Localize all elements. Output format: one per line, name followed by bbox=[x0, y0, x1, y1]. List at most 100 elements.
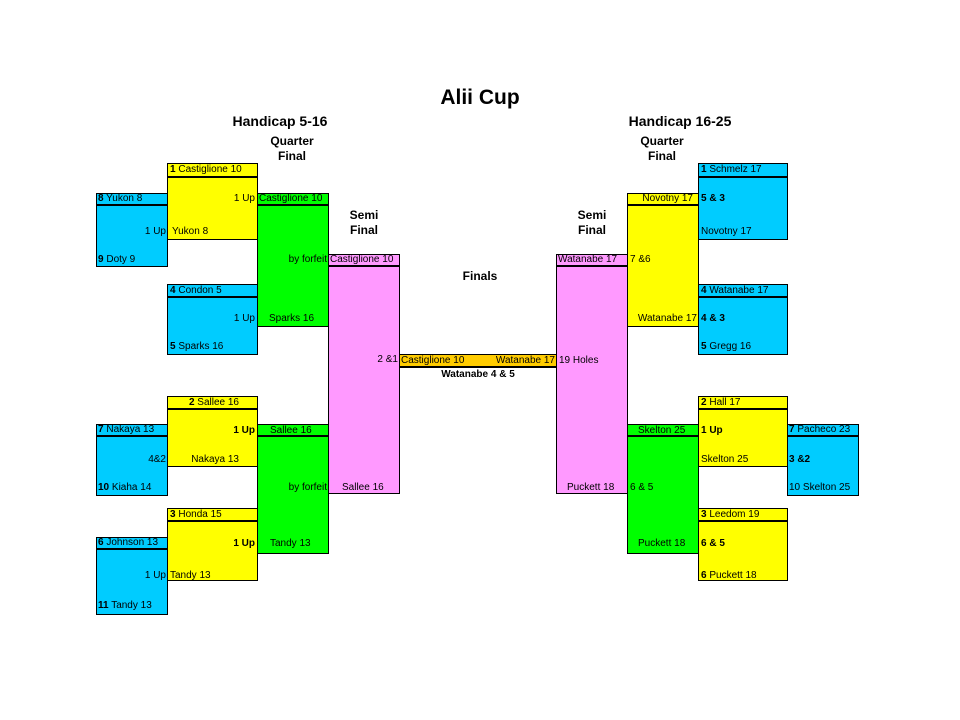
left-semi-label-2: Final bbox=[349, 223, 378, 237]
seed: 2 bbox=[701, 397, 707, 408]
player-name: Sparks 16 bbox=[178, 341, 224, 352]
left-quarter-label: Quarter Final bbox=[262, 134, 322, 164]
line bbox=[96, 548, 168, 550]
player-name: Kiaha 14 bbox=[111, 482, 152, 493]
left-r16-player-bottom-3: 11 Tandy 13 bbox=[98, 600, 152, 612]
left-qf-margin-1: 1 Up bbox=[233, 193, 255, 204]
right-qf-margin-1: 5 & 3 bbox=[701, 193, 725, 204]
right-qf-winner-novotny: Novotny 17 bbox=[701, 226, 752, 237]
right-r16-margin: 3 &2 bbox=[789, 454, 811, 465]
right-qf-player-1: 1 Schmelz 17 bbox=[701, 164, 762, 176]
line bbox=[257, 204, 329, 206]
page-title: Alii Cup bbox=[440, 86, 520, 109]
right-sf-match-2 bbox=[627, 424, 699, 554]
right-qf-match-1 bbox=[698, 163, 788, 240]
right-sf-margin-2: 6 & 5 bbox=[630, 482, 654, 493]
right-qf-player-2b: 5 Gregg 16 bbox=[701, 341, 751, 353]
right-qf-winner-3: Skelton 25 bbox=[638, 425, 686, 436]
left-r16-winner-2: Nakaya 13 bbox=[191, 454, 239, 465]
player-name: Sallee 16 bbox=[197, 397, 239, 408]
left-qf-match-2 bbox=[167, 284, 258, 355]
seed: 1 bbox=[701, 164, 707, 175]
left-r16-player-top-1: 8 Yukon 8 bbox=[98, 193, 142, 205]
left-qf-winner-3: Sallee 16 bbox=[270, 425, 312, 436]
right-sf-winner-1: Watanabe 17 bbox=[558, 254, 618, 265]
right-qf-winner-2: Watanabe 17 bbox=[637, 313, 697, 324]
line bbox=[167, 408, 258, 410]
line bbox=[167, 176, 258, 178]
right-r16-player-bottom: 10 Skelton 25 bbox=[789, 482, 850, 494]
left-sf-winner-2: Sallee 16 bbox=[342, 482, 384, 493]
player-name: Gregg 16 bbox=[709, 341, 752, 352]
seed: 5 bbox=[170, 341, 176, 352]
finals-heading: Finals bbox=[462, 269, 498, 283]
left-qf-player-3: 2 Sallee 16 bbox=[167, 397, 239, 409]
left-qf-player-2b: 5 Sparks 16 bbox=[170, 341, 223, 353]
left-r16-player-top-3: 6 Johnson 13 bbox=[98, 537, 158, 549]
right-qf-margin-3: 1 Up bbox=[701, 425, 723, 436]
left-final-margin: 2 &1 bbox=[377, 354, 398, 365]
right-r16-player-top: 7 Pacheco 23 bbox=[789, 424, 850, 436]
left-qf-winner-4: Tandy 13 bbox=[270, 538, 311, 549]
player-name: Hall 17 bbox=[709, 397, 741, 408]
player-name: Yukon 8 bbox=[106, 193, 143, 204]
right-qf-winner-1: Novotny 17 bbox=[642, 193, 693, 204]
seed: 1 bbox=[170, 164, 176, 175]
seed: 8 bbox=[98, 193, 104, 204]
line bbox=[257, 435, 329, 437]
left-qf-player-1: 1 Castiglione 10 bbox=[170, 164, 242, 176]
player-name: Pacheco 23 bbox=[797, 424, 851, 435]
line bbox=[96, 435, 168, 437]
seed: 6 bbox=[701, 570, 707, 581]
left-qf-player-2: 4 Condon 5 bbox=[170, 285, 222, 297]
left-semi-label: Semi Final bbox=[334, 208, 394, 238]
left-r16-player-bottom-2: 10 Kiaha 14 bbox=[98, 482, 151, 494]
left-qf-winner-2: Sparks 16 bbox=[269, 313, 315, 324]
seed: 2 bbox=[188, 397, 195, 408]
left-r16-margin-2: 4&2 bbox=[148, 454, 166, 465]
line bbox=[627, 204, 699, 206]
left-r16-winner-1: Yukon 8 bbox=[172, 226, 209, 237]
left-qf-winner-1: Castiglione 10 bbox=[259, 193, 323, 204]
line bbox=[96, 204, 168, 206]
seed: 7 bbox=[789, 424, 795, 435]
right-qf-player-4: 3 Leedom 19 bbox=[701, 509, 759, 521]
player-name: Honda 15 bbox=[178, 509, 222, 520]
right-qf-player-2: 4 Watanabe 17 bbox=[701, 285, 768, 297]
player-name: Schmelz 17 bbox=[709, 164, 762, 175]
seed: 9 bbox=[98, 254, 104, 265]
right-quarter-label-1: Quarter bbox=[640, 134, 684, 148]
seed: 5 bbox=[701, 341, 707, 352]
right-qf-margin-2: 4 & 3 bbox=[701, 313, 725, 324]
right-qf-winner-4: Puckett 18 bbox=[638, 538, 686, 549]
left-r16-winner-3: Tandy 13 bbox=[170, 570, 211, 581]
left-sf-winner-1: Castiglione 10 bbox=[330, 254, 394, 265]
left-semi-label-1: Semi bbox=[349, 208, 379, 222]
left-qf-margin-2: 1 Up bbox=[233, 313, 255, 324]
left-r16-margin-1: 1 Up bbox=[144, 226, 166, 237]
right-qf-match-2 bbox=[698, 284, 788, 355]
right-sf-match-1 bbox=[627, 193, 699, 327]
finals-right-player: Watanabe 17 bbox=[495, 355, 555, 366]
right-final-match bbox=[556, 254, 628, 494]
line bbox=[399, 366, 557, 368]
seed: 11 bbox=[98, 600, 109, 611]
line bbox=[698, 296, 788, 298]
line bbox=[787, 435, 859, 437]
right-qf-player-3: 2 Hall 17 bbox=[701, 397, 740, 409]
line bbox=[698, 520, 788, 522]
left-bracket-heading: Handicap 5-16 bbox=[232, 113, 328, 129]
left-quarter-label-1: Quarter bbox=[270, 134, 314, 148]
left-qf-margin-3: 1 Up bbox=[233, 425, 255, 436]
right-quarter-label-2: Final bbox=[647, 149, 676, 163]
left-qf-match-3 bbox=[167, 396, 258, 467]
right-qf-match-3 bbox=[698, 396, 788, 467]
right-qf-margin-4: 6 & 5 bbox=[701, 538, 725, 549]
line bbox=[167, 296, 258, 298]
line bbox=[698, 408, 788, 410]
right-r16-winner: Skelton 25 bbox=[701, 454, 749, 465]
player-name: Skelton 25 bbox=[802, 482, 851, 493]
right-bracket-heading: Handicap 16-25 bbox=[628, 113, 732, 129]
line bbox=[328, 265, 400, 267]
left-final-match bbox=[328, 254, 400, 494]
